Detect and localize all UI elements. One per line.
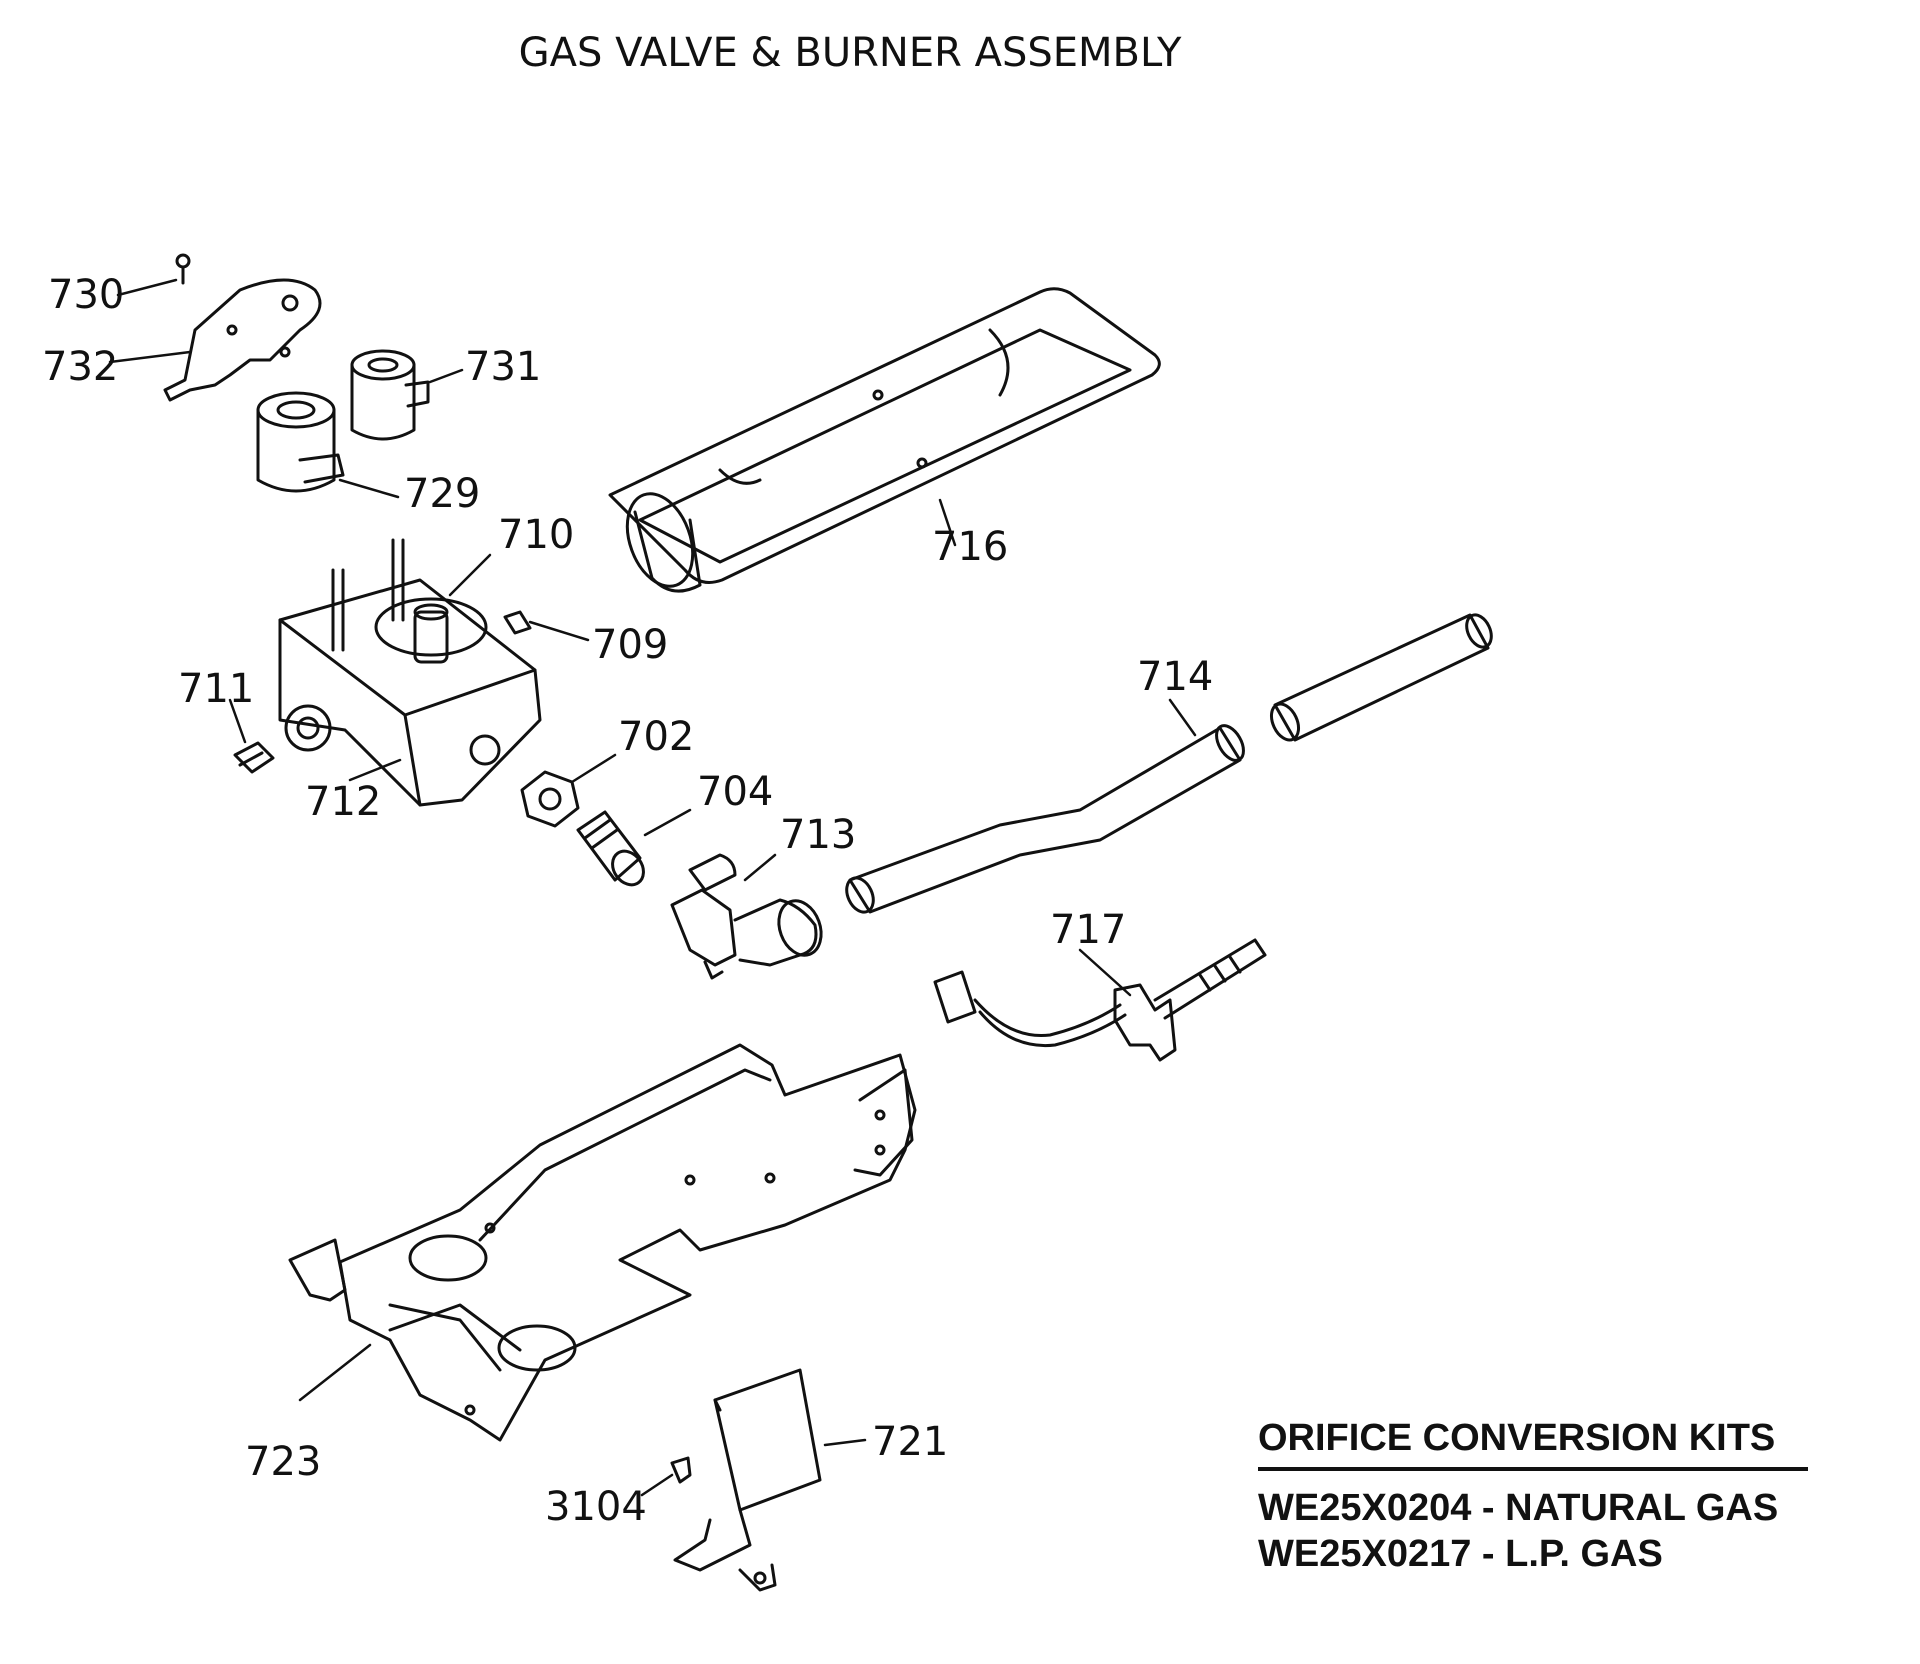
part-717-igniter	[933, 938, 1267, 1062]
callout-730: 730	[48, 272, 124, 318]
callout-721: 721	[872, 1419, 948, 1465]
callout-713: 713	[780, 812, 856, 858]
callout-709: 709	[592, 622, 668, 668]
part-710-valve	[278, 538, 542, 807]
orifice-kits-panel: ORIFICE CONVERSION KITS WE25X0204 - NATU…	[1258, 1415, 1818, 1577]
callout-711: 711	[178, 666, 254, 712]
part-702-nut	[520, 770, 580, 828]
callout-716: 716	[932, 524, 1008, 570]
callout-717: 717	[1050, 907, 1126, 953]
part-3104-screw	[670, 1456, 692, 1484]
part-709-fitting	[503, 610, 532, 635]
part-714-tube	[845, 613, 1493, 914]
kits-list: WE25X0204 - NATURAL GAS WE25X0217 - L.P.…	[1258, 1485, 1818, 1577]
page-title: GAS VALVE & BURNER ASSEMBLY	[518, 30, 1182, 76]
part-731-coil	[350, 349, 430, 441]
part-713-valve	[670, 853, 823, 980]
callout-712: 712	[305, 779, 381, 825]
callout-710: 710	[498, 512, 574, 558]
callout-704: 704	[697, 769, 773, 815]
leader-lines	[108, 278, 1197, 1497]
callout-714: 714	[1137, 654, 1213, 700]
part-711-plug	[233, 741, 275, 774]
callout-731: 731	[465, 344, 541, 390]
callout-732: 732	[42, 344, 118, 390]
kits-heading: ORIFICE CONVERSION KITS	[1258, 1415, 1808, 1471]
callout-3104: 3104	[545, 1484, 647, 1530]
callout-702: 702	[618, 714, 694, 760]
part-704-orifice	[576, 810, 645, 887]
callout-723: 723	[245, 1439, 321, 1485]
callout-729: 729	[404, 471, 480, 517]
kit-lp-gas: WE25X0217 - L.P. GAS	[1258, 1533, 1663, 1575]
part-732-bracket	[163, 278, 322, 402]
part-729-coil	[256, 391, 345, 493]
part-716-burner	[608, 287, 1161, 593]
part-723-base-plate	[288, 1043, 917, 1442]
part-721-bracket	[673, 1368, 822, 1592]
kit-natural-gas: WE25X0204 - NATURAL GAS	[1258, 1487, 1779, 1529]
part-730-screw	[175, 253, 191, 285]
callout-labels: 730 732 731 729 710 709 711 712 702 704 …	[42, 272, 1213, 1530]
